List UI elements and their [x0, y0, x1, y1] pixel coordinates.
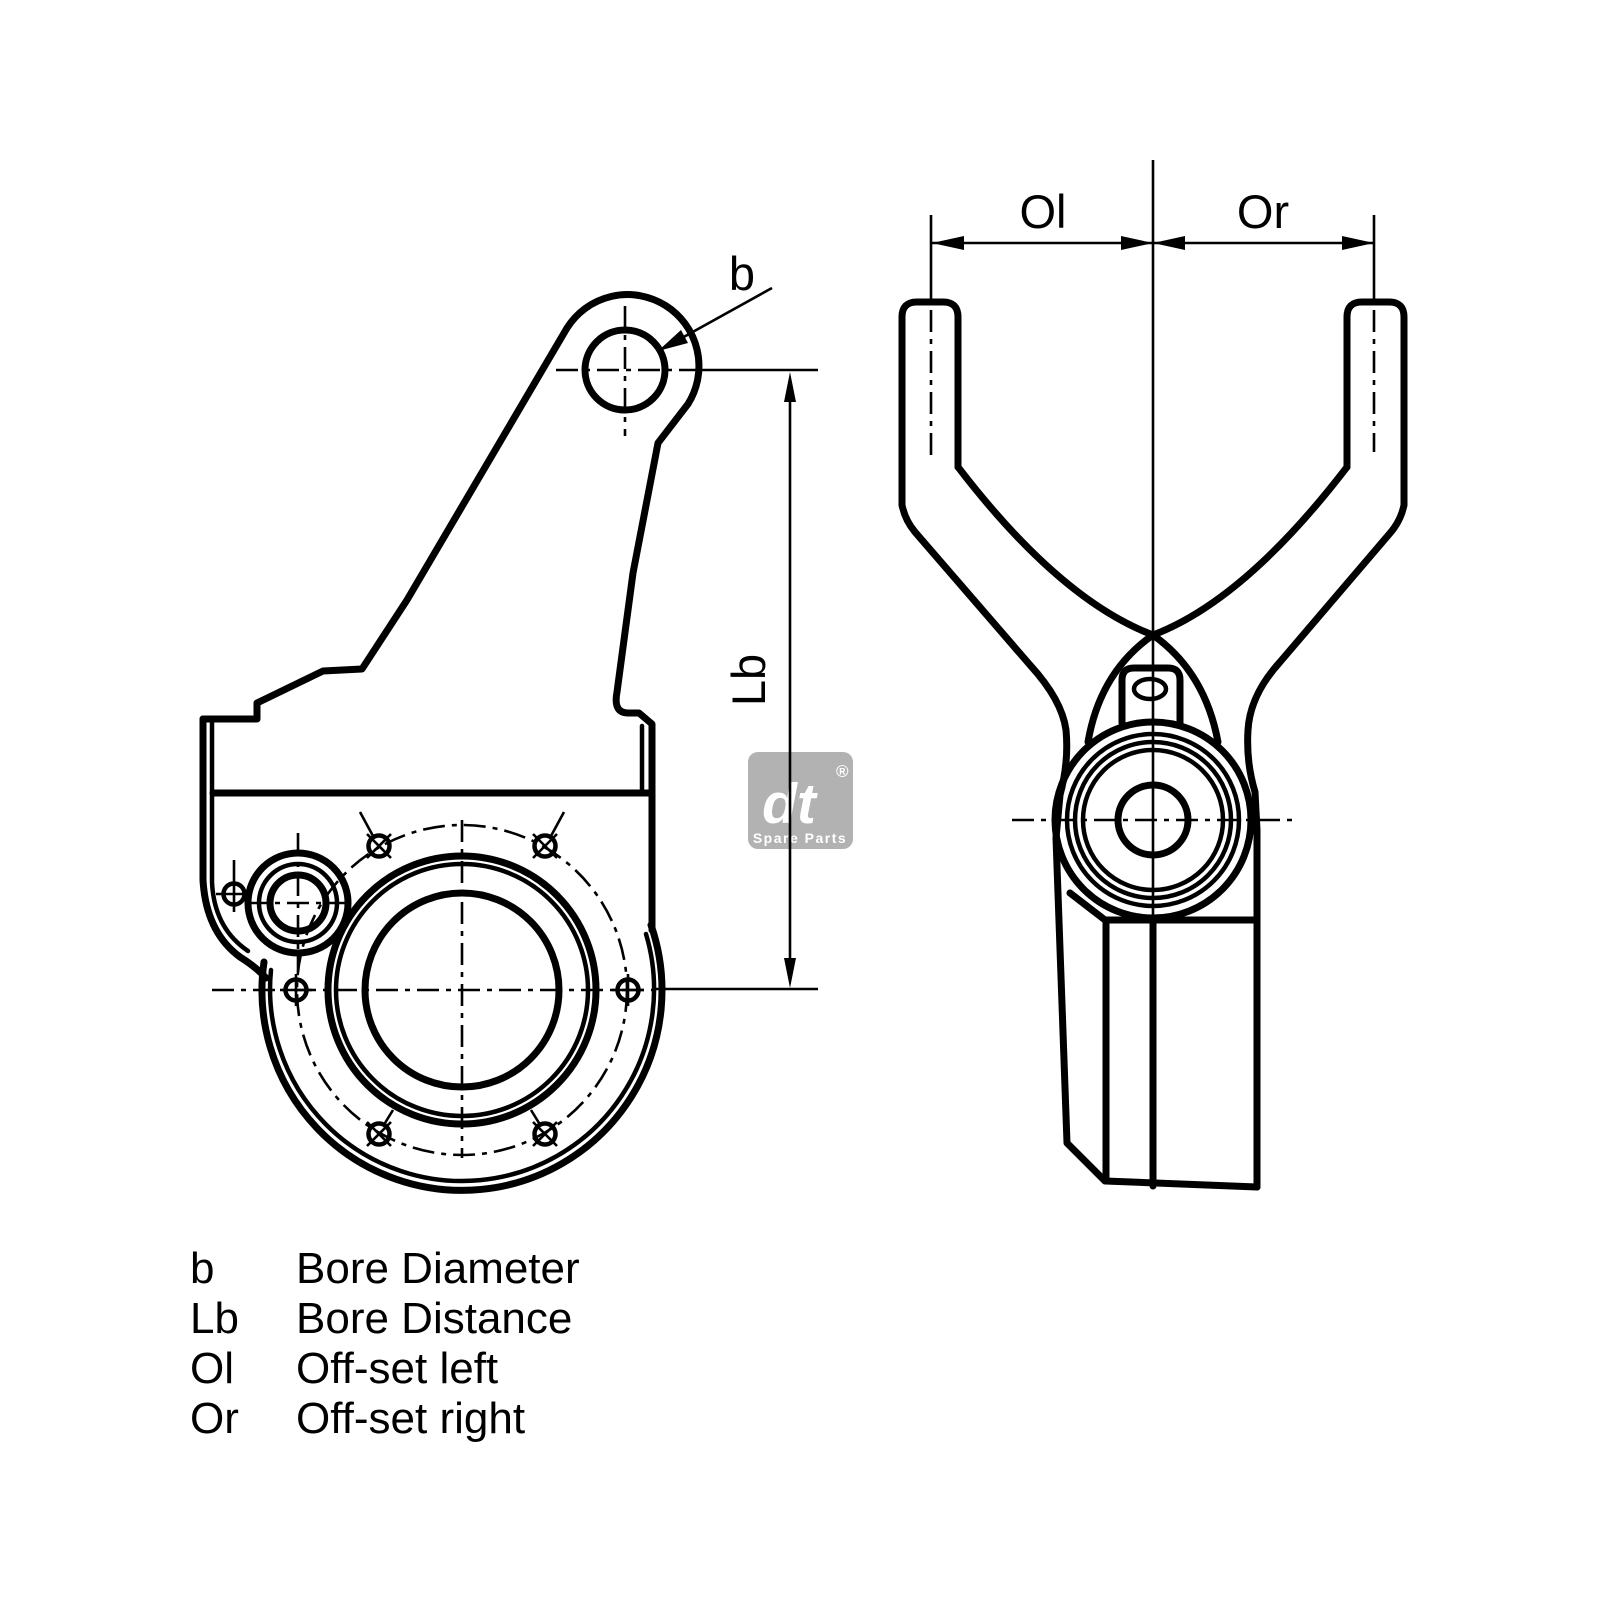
- fork-right-tube: [1343, 298, 1408, 509]
- right-view-centerlines: [929, 160, 1376, 945]
- legend-symbol-b: b: [190, 1244, 214, 1293]
- legend-description-ol: Off-set left: [296, 1344, 498, 1393]
- bracket-outline: [1118, 664, 1184, 727]
- legend-description-or: Off-set right: [296, 1394, 525, 1443]
- dt-watermark-box: [748, 752, 853, 849]
- right-view: [898, 160, 1408, 1191]
- arm-body-outline: [199, 291, 703, 934]
- fork-right-outer-edge: [1244, 501, 1408, 1191]
- dt-tagline-text: Spare Parts: [753, 830, 847, 846]
- lb-arrow-top: [784, 372, 796, 402]
- fork-left-inner-edge: [954, 463, 1222, 746]
- hex-shaft: [1066, 889, 1261, 1190]
- dimension-lb: Lb: [655, 372, 818, 991]
- body-left-edge: [199, 715, 270, 982]
- dimension-ol-or: Ol Or: [929, 185, 1376, 305]
- legend-symbol-lb: Lb: [190, 1294, 239, 1343]
- or-arrow-left: [1153, 236, 1185, 250]
- left-view: [199, 291, 703, 1194]
- dt-watermark: dt ® Spare Parts: [748, 752, 853, 849]
- or-arrow-right: [1342, 236, 1374, 250]
- legend-symbol-ol: Ol: [190, 1344, 234, 1393]
- housing-inner-arc: [267, 931, 657, 1184]
- legend-description-lb: Bore Distance: [296, 1294, 572, 1343]
- b-dimension-label: b: [729, 247, 755, 300]
- fork-right-inner-edge: [1084, 463, 1351, 746]
- ol-dimension-label: Ol: [1020, 185, 1067, 238]
- legend-description-b: Bore Diameter: [296, 1244, 580, 1293]
- legend-symbol-or: Or: [190, 1394, 239, 1443]
- b-leader-arrowhead: [658, 330, 688, 351]
- flange-hole: [216, 860, 252, 912]
- body-left-edge-inner: [209, 718, 251, 954]
- ol-arrow-right: [1121, 236, 1153, 250]
- dimension-b: b: [658, 247, 818, 372]
- lb-dimension-label: Lb: [722, 654, 775, 706]
- dt-registered-icon: ®: [836, 762, 849, 781]
- bracket-oval-hole: [1131, 676, 1169, 702]
- lb-arrow-bottom: [784, 958, 796, 988]
- legend: b Bore Diameter Lb Bore Distance Ol Off-…: [190, 1244, 580, 1443]
- housing-outer-arc: [258, 921, 666, 1194]
- ol-arrow-left: [932, 236, 964, 250]
- or-dimension-label: Or: [1237, 185, 1289, 238]
- left-view-centerlines: [212, 306, 700, 1158]
